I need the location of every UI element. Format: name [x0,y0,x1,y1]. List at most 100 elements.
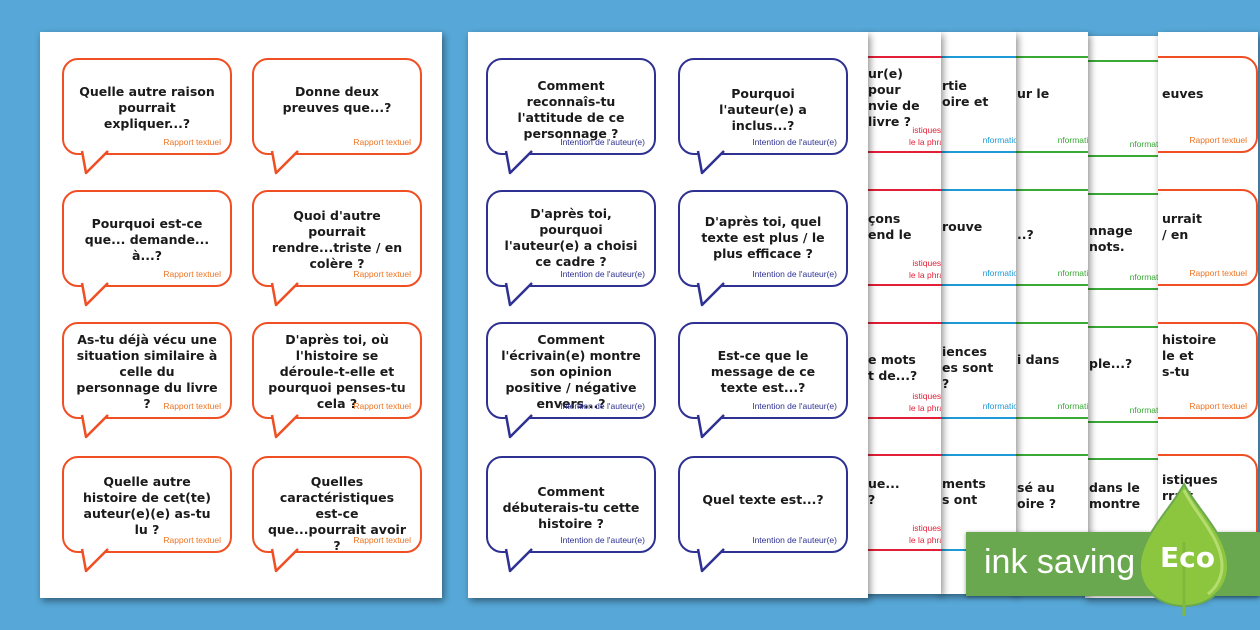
speech-tail-icon [504,548,533,573]
speech-bubble-card: D'après toi, quel texte est plus / le pl… [678,190,848,307]
card-category: Rapport textuel [1189,268,1247,278]
card-question: D'après toi, où l'histoire se déroule-t-… [268,332,406,411]
speech-bubble-card: Quel texte est...? Intention de l'auteur… [678,456,848,573]
speech-tail-icon [696,414,725,439]
speech-bubble-card: Quelles caractéristiques est-ce que...po… [252,456,422,573]
card-question: Quelle autre histoire de cet(te) auteur(… [83,474,211,537]
speech-bubble-card: çons end le istiques au le la phrase [864,189,941,286]
card-category: nformations [1129,139,1174,149]
card-question: çons end le [868,211,912,242]
card-question: euves [1162,86,1204,101]
speech-bubble-card: Quelle autre histoire de cet(te) auteur(… [62,456,232,573]
speech-tail-icon [270,414,299,439]
card-question: Pourquoi est-ce que... demande... à...? [84,216,210,263]
speech-tail-icon [270,282,299,307]
card-category: Intention de l'auteur(e) [752,269,837,279]
speech-tail-icon [270,150,299,175]
card-category: Rapport textuel [163,401,221,411]
speech-bubble-card: Quoi d'autre pourrait rendre...triste / … [252,190,422,307]
speech-tail-icon [504,282,533,307]
card-question: Pourquoi l'auteur(e) a inclus...? [719,86,807,133]
worksheet-intention-auteur: Comment reconnaîs-tu l'attitude de ce pe… [468,32,868,598]
card-category: Intention de l'auteur(e) [560,401,645,411]
card-question: histoire le et s-tu [1162,332,1217,379]
speech-bubble-card: rtie oire et nformations [938,56,1016,153]
card-category: le la phrase [909,403,941,413]
speech-tail-icon [696,282,725,307]
leaf-icon [1138,482,1230,616]
card-question: As-tu déjà vécu une situation similaire … [76,332,218,411]
card-category: le la phrase [909,270,941,280]
speech-bubble-card: i dans nformations [1013,322,1088,419]
card-question: rouve [942,219,983,234]
card-category: Rapport textuel [163,269,221,279]
card-question: e mots t de...? [868,352,918,383]
speech-bubble-card: Comment l'écrivain(e) montre son opinion… [486,322,656,439]
worksheet-crimson: ur(e) pour nvie de livre ? istiques au l… [864,32,941,594]
speech-bubble-card: D'après toi, où l'histoire se déroule-t-… [252,322,422,439]
card-category: Rapport textuel [163,535,221,545]
speech-bubble-card: ..? nformations [1013,189,1088,286]
speech-bubble-card: ur(e) pour nvie de livre ? istiques au l… [864,56,941,153]
speech-tail-icon [504,414,533,439]
speech-tail-icon [80,150,109,175]
card-question: dans le montre [1089,480,1141,511]
card-question: rtie oire et [942,78,989,109]
card-category: nformations [982,135,1016,145]
speech-bubble-card: Pourquoi l'auteur(e) a inclus...? Intent… [678,58,848,175]
card-category: Rapport textuel [353,137,411,147]
card-question: ur le [1017,86,1050,101]
card-question: nnage nots. [1089,223,1133,254]
card-category: Intention de l'auteur(e) [752,137,837,147]
speech-bubble-card: histoire le et s-tu Rapport textuel [1158,322,1258,419]
card-question: Quel texte est...? [702,492,824,507]
speech-tail-icon [696,150,725,175]
card-question: iences es sont ? [942,344,994,391]
card-question: D'après toi, quel texte est plus / le pl… [701,214,825,261]
ink-saving-label: ink saving [984,543,1136,581]
speech-bubble-card: urrait / en Rapport textuel [1158,189,1258,286]
speech-tail-icon [80,548,109,573]
card-category: Intention de l'auteur(e) [560,269,645,279]
speech-tail-icon [504,150,533,175]
card-category: Rapport textuel [353,269,411,279]
card-category: nformations [982,401,1016,411]
speech-bubble-card: e mots t de...? istiques au le la phrase [864,322,941,419]
card-question: Comment débuterais-tu cette histoire ? [502,484,640,531]
speech-bubble-card: ue... ? istiques au le la phrase [864,454,941,551]
speech-bubble-card: Pourquoi est-ce que... demande... à...? … [62,190,232,307]
card-question: ..? [1017,227,1034,242]
card-question: i dans [1017,352,1060,367]
card-question: Quoi d'autre pourrait rendre...triste / … [271,208,403,271]
card-category: nformations [1057,268,1088,278]
card-category: istiques au [912,258,941,268]
card-question: Comment reconnaîs-tu l'attitude de ce pe… [517,78,625,141]
speech-bubble-card: Est-ce que le message de ce texte est...… [678,322,848,439]
worksheet-green-1: ur le nformations ..? nformations i dans… [1013,32,1088,594]
worksheet-cyan: rtie oire et nformations rouve nformatio… [938,32,1016,594]
card-category: nformations [1057,135,1088,145]
speech-tail-icon [270,548,299,573]
card-category: Rapport textuel [163,137,221,147]
card-question: D'après toi, pourquoi l'auteur(e) a choi… [504,206,638,269]
card-category: Rapport textuel [1189,135,1247,145]
card-category: Rapport textuel [1189,401,1247,411]
card-category: Intention de l'auteur(e) [752,401,837,411]
card-question: Est-ce que le message de ce texte est...… [710,348,816,395]
card-question: Quelle autre raison pourrait expliquer..… [79,84,215,131]
speech-bubble-card: Comment reconnaîs-tu l'attitude de ce pe… [486,58,656,175]
speech-bubble-card: D'après toi, pourquoi l'auteur(e) a choi… [486,190,656,307]
card-category: le la phrase [909,535,941,545]
card-category: Intention de l'auteur(e) [560,137,645,147]
card-category: istiques au [912,125,941,135]
card-category: nformations [1057,401,1088,411]
speech-bubble-card: As-tu déjà vécu une situation similaire … [62,322,232,439]
card-category: Intention de l'auteur(e) [560,535,645,545]
speech-bubble-card: ur le nformations [1013,56,1088,153]
card-category: Rapport textuel [353,535,411,545]
speech-bubble-card: rouve nformations [938,189,1016,286]
speech-tail-icon [696,548,725,573]
speech-tail-icon [80,414,109,439]
eco-label: Eco [1160,541,1215,574]
speech-bubble-card: iences es sont ? nformations [938,322,1016,419]
